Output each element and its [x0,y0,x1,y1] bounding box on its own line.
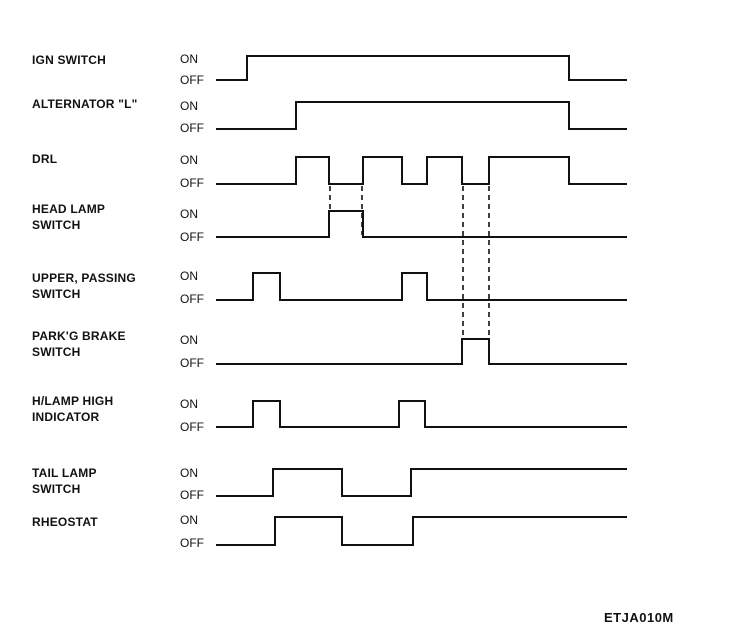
alt-on-label: ON [180,99,198,113]
park-off-label: OFF [180,356,204,370]
wave-rheostat [216,516,627,546]
indicator-on-label: ON [180,397,198,411]
label-hlamp-high-indicator: H/LAMP HIGH INDICATOR [32,394,114,424]
tail-on-label: ON [180,466,198,480]
wave-hlamp-high-indicator [216,400,627,428]
upper-on-label: ON [180,269,198,283]
tail-off-label: OFF [180,488,204,502]
ign-on-label: ON [180,52,198,66]
figure-code: ETJA010M [604,610,674,625]
alt-off-label: OFF [180,121,204,135]
label-upper-passing-switch: UPPER, PASSING SWITCH [32,271,136,301]
wave-head-lamp-switch [216,210,627,238]
label-alternator-l: ALTERNATOR "L" [32,97,138,111]
wave-alternator-l [216,101,627,130]
upper-off-label: OFF [180,292,204,306]
label-parking-brake-switch: PARK'G BRAKE SWITCH [32,329,126,359]
label-rheostat: RHEOSTAT [32,515,98,529]
label-ign-switch: IGN SWITCH [32,53,106,67]
wave-ign-switch [216,55,627,81]
wave-tail-lamp-switch [216,468,627,497]
wave-upper-passing-switch [216,272,627,301]
rheostat-on-label: ON [180,513,198,527]
ign-off-label: OFF [180,73,204,87]
wave-parking-brake-switch [216,338,627,365]
label-drl: DRL [32,152,58,166]
indicator-off-label: OFF [180,420,204,434]
wave-drl [216,156,627,185]
headlamp-off-label: OFF [180,230,204,244]
drl-on-label: ON [180,153,198,167]
rheostat-off-label: OFF [180,536,204,550]
label-tail-lamp-switch: TAIL LAMP SWITCH [32,466,97,496]
park-on-label: ON [180,333,198,347]
headlamp-on-label: ON [180,207,198,221]
label-head-lamp-switch: HEAD LAMP SWITCH [32,202,105,232]
drl-off-label: OFF [180,176,204,190]
